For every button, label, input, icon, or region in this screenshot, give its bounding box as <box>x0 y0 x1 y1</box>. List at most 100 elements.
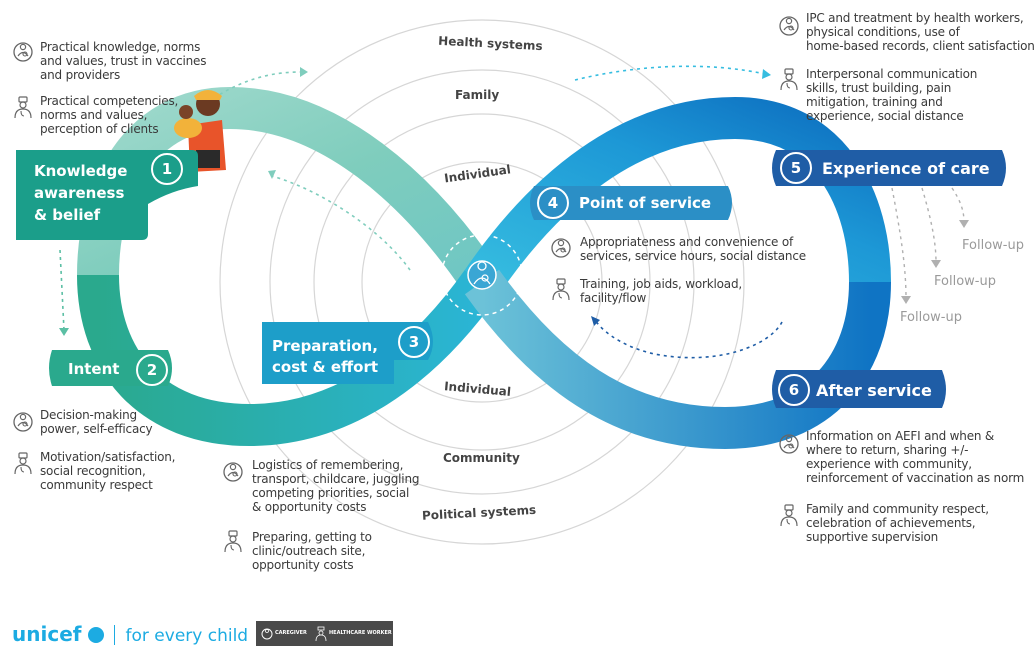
caregiver-icon <box>13 412 33 432</box>
ring-label-community: Community <box>443 451 520 465</box>
caregiver-icon <box>551 238 571 258</box>
note-line: IPC and treatment by health workers, <box>806 11 1024 25</box>
stage-3-caregiver-note: Logistics of remembering, transport, chi… <box>252 458 419 514</box>
ring-label-individual-bottom: Individual <box>444 379 512 399</box>
note-line: Practical knowledge, norms <box>40 40 201 54</box>
note-line: physical conditions, use of <box>806 25 960 39</box>
stage-5-box <box>772 150 1006 186</box>
legend: CAREGIVER HEALTHCARE WORKER <box>256 621 393 646</box>
stage-5-caregiver-note: IPC and treatment by health workers, phy… <box>806 11 1035 53</box>
follow-up-arrow-heads <box>901 220 969 304</box>
caregiver-icon <box>13 42 33 62</box>
stage-5-label: Experience of care <box>822 159 990 178</box>
stage-1-worker-note: Practical competencies, norms and values… <box>40 94 178 136</box>
note-line: transport, childcare, juggling <box>252 472 420 486</box>
brand-name: unicef <box>12 622 82 646</box>
stage-1-label-line: Knowledge <box>34 162 128 180</box>
note-line: Practical competencies, <box>40 94 179 108</box>
stage-2-caregiver-note: Decision-making power, self-efficacy <box>40 408 153 436</box>
stage-6-worker-note: Family and community respect, celebratio… <box>806 502 989 544</box>
note-line: skills, trust building, pain <box>806 81 952 95</box>
healthcare-worker-icon <box>780 504 798 527</box>
stage-1-label-line: & belief <box>34 206 101 224</box>
note-line: & opportunity costs <box>252 500 367 514</box>
stage-3-box <box>262 322 433 384</box>
center-dashed-circle <box>441 234 523 316</box>
stage-3-label-line: Preparation, <box>272 337 378 355</box>
note-line: community respect <box>40 478 153 492</box>
stage-4-worker-note: Training, job aids, workload, facility/f… <box>580 277 742 305</box>
caregiver-icon <box>779 434 799 454</box>
unicef-brand: unicef for every child <box>12 622 248 646</box>
note-line: perception of clients <box>40 122 159 136</box>
loop-right-lower <box>464 269 891 450</box>
legend-worker-label: HEALTHCARE WORKER <box>329 630 392 636</box>
note-line: home-based records, client satisfaction <box>806 39 1035 53</box>
stage-1-label: Knowledge awareness & belief <box>34 160 127 226</box>
stage-4-box <box>530 186 732 220</box>
note-line: Family and community respect, <box>806 502 989 516</box>
stage-6-box <box>772 370 946 408</box>
ring-label-health-systems: Health systems <box>438 34 543 53</box>
healthcare-worker-icon <box>552 278 570 301</box>
healthcare-worker-icon <box>224 530 242 553</box>
follow-up-label: Follow-up <box>900 310 962 325</box>
mother-child-icon <box>467 260 497 290</box>
note-line: and providers <box>40 68 121 82</box>
note-line: clinic/outreach site, <box>252 544 366 558</box>
stage-3-label: Preparation, cost & effort <box>272 336 378 378</box>
stage-6-caregiver-note: Information on AEFI and when & where to … <box>806 429 1024 485</box>
caregiver-icon <box>261 628 273 640</box>
note-line: experience, social distance <box>806 109 964 123</box>
legend-caregiver-label: CAREGIVER <box>275 630 307 636</box>
ring-label-family: Family <box>455 88 499 102</box>
healthcare-worker-icon <box>315 626 327 642</box>
arrow-heads <box>59 67 771 336</box>
note-line: Training, job aids, workload, <box>580 277 742 291</box>
stage-1-number: 1 <box>151 153 183 185</box>
note-line: mitigation, training and <box>806 95 943 109</box>
ring-label-political-systems: Political systems <box>422 503 537 523</box>
stage-5-worker-note: Interpersonal communication skills, trus… <box>806 67 977 123</box>
caregiver-icon <box>779 16 799 36</box>
healthcare-worker-icon <box>14 452 32 475</box>
brand-tagline: for every child <box>125 626 249 646</box>
stage-2-worker-note: Motivation/satisfaction, social recognit… <box>40 450 175 492</box>
note-line: and values, trust in vaccines <box>40 54 207 68</box>
unicef-logo-icon <box>87 627 104 643</box>
note-line: competing priorities, social <box>252 486 410 500</box>
note-line: Logistics of remembering, <box>252 458 404 472</box>
stage-5-number: 5 <box>780 152 812 184</box>
note-line: experience with community, <box>806 457 972 471</box>
note-line: facility/flow <box>580 291 647 305</box>
stage-1-caregiver-note: Practical knowledge, norms and values, t… <box>40 40 206 82</box>
note-line: Motivation/satisfaction, <box>40 450 176 464</box>
note-line: power, self-efficacy <box>40 422 153 436</box>
healthcare-worker-icon <box>14 96 32 119</box>
stage-6-number: 6 <box>778 374 810 406</box>
note-line: Information on AEFI and when & <box>806 429 995 443</box>
stage-2-number: 2 <box>136 354 168 386</box>
flow-arrows <box>59 65 783 359</box>
note-line: services, service hours, social distance <box>580 249 806 263</box>
follow-up-lines <box>891 187 965 299</box>
note-line: Interpersonal communication <box>806 67 978 81</box>
stage-3-worker-note: Preparing, getting to clinic/outreach si… <box>252 530 372 572</box>
stage-4-label: Point of service <box>579 194 712 212</box>
note-line: Appropriateness and convenience of <box>580 235 793 249</box>
stage-6-label: After service <box>816 381 932 400</box>
caregiver-icon <box>223 462 243 482</box>
stage-4-number: 4 <box>537 187 569 219</box>
healthcare-worker-icon <box>780 68 798 91</box>
brand-divider <box>114 625 116 645</box>
follow-up-label: Follow-up <box>962 238 1024 253</box>
note-line: reinforcement of vaccination as norm <box>806 471 1025 485</box>
note-line: Preparing, getting to <box>252 530 372 544</box>
note-line: Decision-making <box>40 408 137 422</box>
stage-2-label: Intent <box>68 360 120 378</box>
note-line: norms and values, <box>40 108 148 122</box>
stage-4-caregiver-note: Appropriateness and convenience of servi… <box>580 235 806 263</box>
stage-1-label-line: awareness <box>34 184 125 202</box>
